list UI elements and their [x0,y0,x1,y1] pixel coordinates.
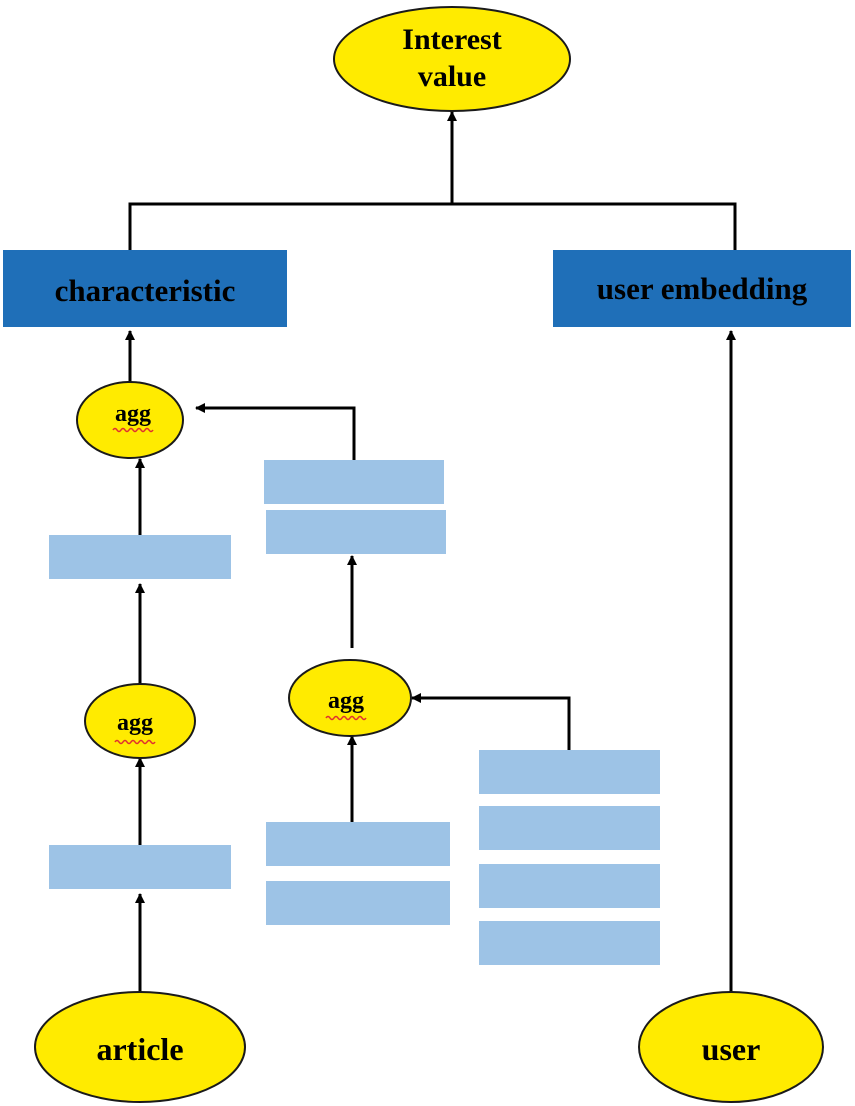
agg-mid-underline [325,715,367,721]
article-node [34,991,246,1103]
mid-bottom-box-1 [266,822,450,866]
right-box-1 [479,750,660,794]
left-lower-box [49,845,231,889]
arrow-mid-stack-to-agg-top [195,403,356,460]
feature-boxes [49,460,660,965]
interest-value-label-line2: value [418,60,486,93]
right-box-2 [479,806,660,850]
interest-value-node [333,6,571,112]
agg-mid-label: agg [328,688,364,714]
right-box-3 [479,864,660,908]
mid-bottom-box-2 [266,881,450,925]
interest-value-label-line1: Interest [402,23,501,56]
characteristic-label: characteristic [55,273,236,308]
connector-bracket [128,202,737,250]
spellcheck-underlines [112,427,367,745]
user-embedding-box [553,250,851,327]
agg-mid-node [288,659,412,737]
article-label: article [96,1031,183,1067]
agg-top-label: agg [115,401,151,427]
connectors [125,111,737,992]
right-box-4 [479,921,660,965]
user-embedding-label: user embedding [597,271,808,306]
user-label: user [702,1031,761,1067]
arrow-right-stack-to-agg-mid [411,693,571,750]
agg-top-underline [112,427,154,433]
left-upper-box [49,535,231,579]
agg-left-node [84,683,196,759]
characteristic-box [3,250,287,327]
mid-top-box-2 [266,510,446,554]
agg-top-node [76,381,184,459]
mid-top-box-1 [264,460,444,504]
ellipse-nodes [34,6,824,1103]
agg-left-label: agg [117,710,153,736]
user-node [638,991,824,1103]
agg-left-underline [114,739,156,745]
